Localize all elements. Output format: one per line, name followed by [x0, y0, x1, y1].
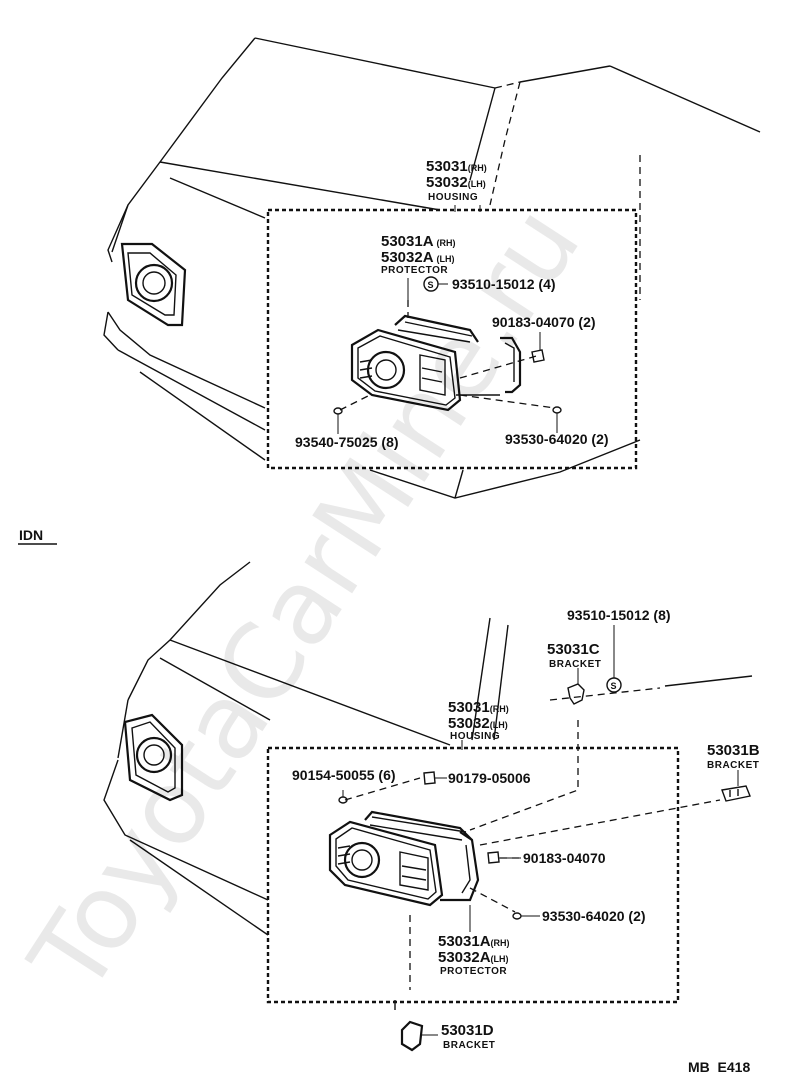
- svg-text:53031A(RH): 53031A(RH): [438, 933, 510, 950]
- bottom-bracket-d-name: BRACKET: [443, 1040, 495, 1051]
- bottom-protector-lh-suffix: (LH): [491, 954, 509, 964]
- bottom-protector-rh: 53031A: [438, 933, 491, 950]
- bottom-protector-rh-suffix: (RH): [491, 938, 510, 948]
- top-detail-frame: [266, 208, 638, 470]
- top-housing-name: HOUSING: [428, 192, 478, 203]
- top-screw-left-part: [333, 407, 343, 434]
- bottom-clip-part: S: [606, 625, 622, 693]
- top-clip-label: 93510-15012 (4): [452, 276, 556, 292]
- top-protector-name: PROTECTOR: [381, 265, 448, 276]
- top-housing-leader: [454, 205, 481, 212]
- bottom-screw-b-label: 93530-64020 (2): [542, 908, 646, 924]
- top-vehicle-headlamp: [120, 242, 187, 327]
- bottom-bracket-d-label: 53031D BRACKET: [441, 1022, 495, 1051]
- top-nut-label: 90183-04070 (2): [492, 314, 596, 330]
- top-housing-rh-suffix: (RH): [468, 163, 487, 173]
- bottom-bracket-c-number: 53031C: [547, 641, 600, 658]
- bottom-housing-rh-suffix: (RH): [490, 704, 509, 714]
- page-code: MB E418: [688, 1059, 750, 1075]
- svg-text:53032A(LH): 53032A(LH): [438, 949, 509, 966]
- bottom-screw-a-part: [338, 790, 348, 804]
- top-screw-right-part: [552, 406, 562, 433]
- bottom-screw-a-label: 90154-50055 (6): [292, 767, 396, 783]
- bottom-nut-b-part: [487, 851, 521, 864]
- bottom-bracket-b-name: BRACKET: [707, 760, 759, 771]
- top-clip-symbol: S: [428, 280, 434, 290]
- top-screw-right-label: 93530-64020 (2): [505, 431, 609, 447]
- bottom-screw-b-part: [512, 912, 540, 920]
- svg-text:53031(RH): 53031(RH): [426, 158, 487, 175]
- top-protector-lh: 53032A: [381, 249, 434, 266]
- bottom-housing-rh: 53031: [448, 699, 490, 716]
- bottom-bracket-d-number: 53031D: [441, 1022, 494, 1039]
- top-protector-label: 53031A(RH) 53032A(LH) PROTECTOR: [381, 233, 456, 276]
- bottom-protector-lh: 53032A: [438, 949, 491, 966]
- top-housing-lh: 53032: [426, 174, 468, 191]
- bottom-housing-lh-suffix: (LH): [490, 720, 508, 730]
- svg-text:53031(RH): 53031(RH): [448, 699, 509, 716]
- bottom-housing-label: 53031(RH) 53032(LH) HOUSING: [448, 699, 509, 742]
- bottom-housing-lh: 53032: [448, 715, 490, 732]
- svg-text:53032(LH): 53032(LH): [426, 174, 486, 191]
- bottom-nut-b-label: 90183-04070: [523, 850, 606, 866]
- bottom-bracket-c-label: 53031C BRACKET: [547, 641, 601, 670]
- bottom-nut-a-label: 90179-05006: [448, 770, 531, 786]
- bottom-nut-a-part: [423, 771, 447, 785]
- top-protector-lh-suffix: (LH): [437, 254, 455, 264]
- svg-text:53031A(RH): 53031A(RH): [381, 233, 456, 250]
- top-protector-rh-suffix: (RH): [437, 238, 456, 248]
- bottom-vehicle-body: [103, 561, 753, 1010]
- bottom-clip-symbol: S: [611, 681, 617, 691]
- watermark: ToyotaCarMine.ru: [6, 185, 604, 1014]
- svg-text:53032(LH): 53032(LH): [448, 715, 508, 732]
- top-nut-part: [531, 332, 545, 363]
- section-label: IDN: [19, 527, 43, 543]
- bottom-detail-frame: [266, 746, 680, 1004]
- bottom-bracket-b-number: 53031B: [707, 742, 760, 759]
- top-screw-left-label: 93540-75025 (8): [295, 434, 399, 450]
- bottom-bracket-b-part: [721, 770, 751, 802]
- top-protector-assembly: [339, 300, 556, 412]
- top-housing-rh: 53031: [426, 158, 468, 175]
- bottom-housing-name: HOUSING: [450, 731, 500, 742]
- bottom-bracket-d-part: [400, 1020, 438, 1052]
- bottom-protector-name: PROTECTOR: [440, 966, 507, 977]
- svg-text:53032A(LH): 53032A(LH): [381, 249, 455, 266]
- bottom-clip-label: 93510-15012 (8): [567, 607, 671, 623]
- top-housing-label: 53031(RH) 53032(LH) HOUSING: [426, 158, 487, 203]
- top-protector-rh: 53031A: [381, 233, 434, 250]
- bottom-bracket-c-name: BRACKET: [549, 659, 601, 670]
- bottom-bracket-b-label: 53031B BRACKET: [707, 742, 760, 771]
- top-vehicle-body: [103, 37, 761, 499]
- bottom-vehicle-headlamp: [123, 713, 184, 802]
- bottom-bracket-c-part: [567, 668, 585, 705]
- bottom-protector-label: 53031A(RH) 53032A(LH) PROTECTOR: [438, 933, 510, 977]
- top-housing-lh-suffix: (LH): [468, 179, 486, 189]
- top-clip-part: S: [423, 276, 448, 292]
